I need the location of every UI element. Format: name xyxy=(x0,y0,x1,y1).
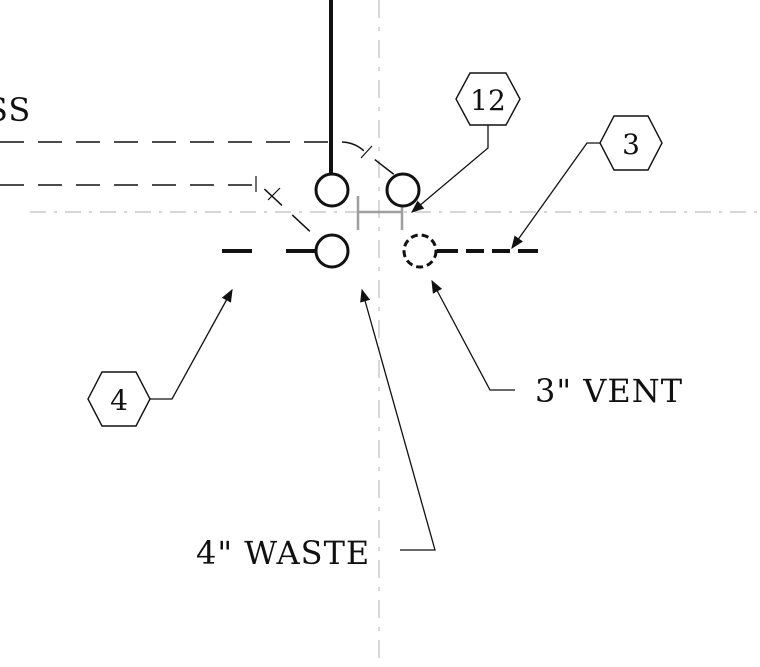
leader-tag-3 xyxy=(511,142,600,250)
waste-label: 4" WASTE xyxy=(196,534,370,572)
tag-3-hexagon: 3 xyxy=(599,115,663,171)
partial-left-label: SS xyxy=(0,91,31,129)
riser-pipe-circle xyxy=(314,172,350,208)
upper-right-pipe-circle xyxy=(385,172,421,208)
vent-pipe-circle xyxy=(402,233,438,269)
waste-pipe-circle xyxy=(314,233,350,269)
upper-dashed-pipe xyxy=(0,141,397,177)
leader-waste xyxy=(360,288,436,551)
vent-label: 3" VENT xyxy=(535,372,683,410)
upper-fitting-tick xyxy=(360,145,373,159)
tag-4-hexagon: 4 xyxy=(87,371,151,427)
tag-12-text: 12 xyxy=(470,84,506,117)
leader-vent xyxy=(431,279,515,391)
leader-tag-4 xyxy=(148,288,233,400)
lower-dashed-pipe xyxy=(0,184,331,251)
tag-3-text: 3 xyxy=(622,128,640,161)
tag-4-text: 4 xyxy=(110,384,128,417)
leader-tag-12 xyxy=(411,125,489,213)
lower-fitting-tick-right xyxy=(267,187,281,201)
tag-12-hexagon: 12 xyxy=(455,72,521,126)
